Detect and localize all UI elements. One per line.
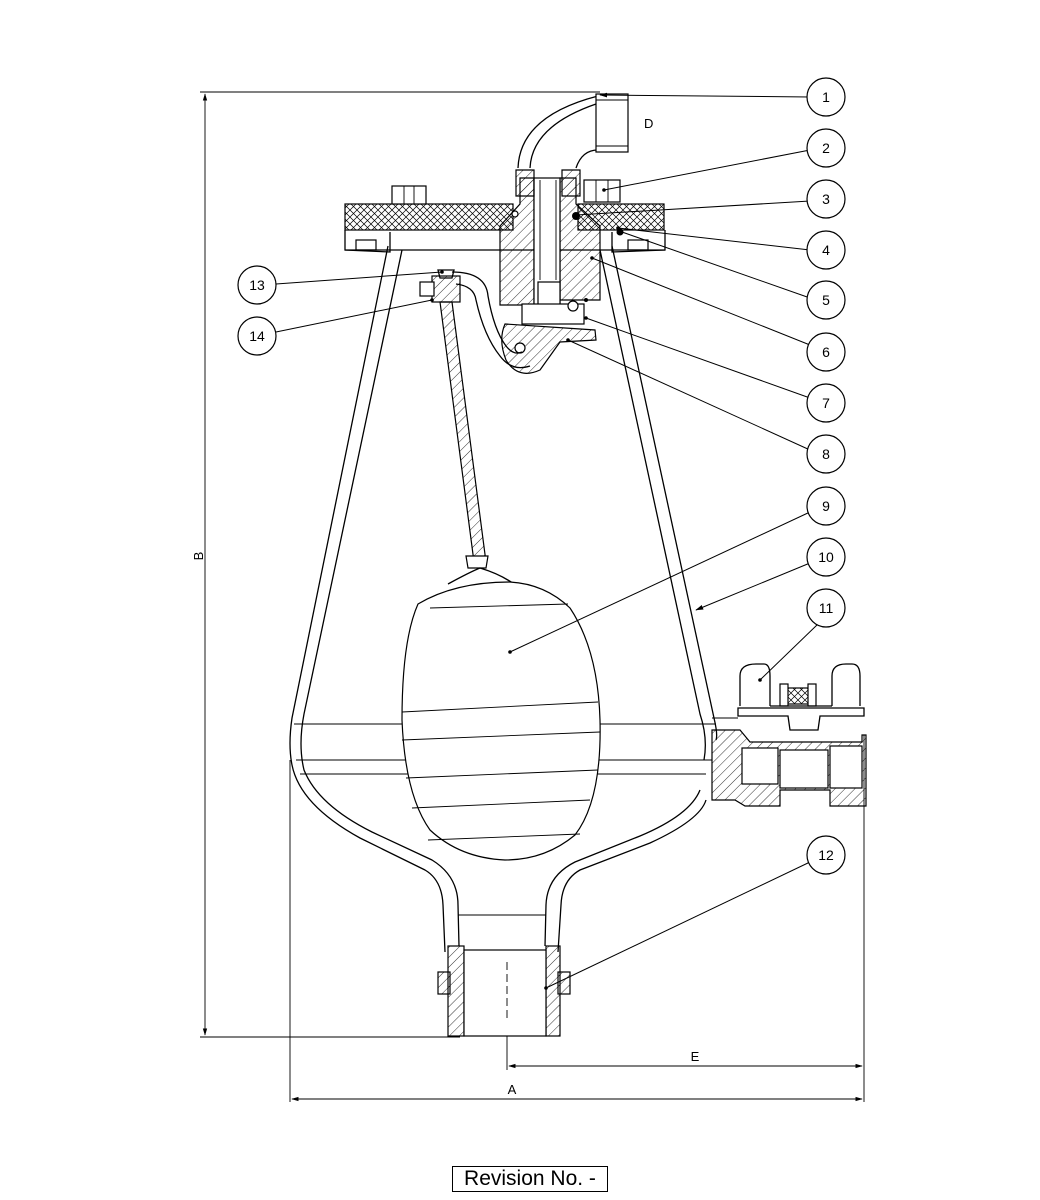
float-ball [401, 581, 601, 861]
balloon-6: 6 [806, 332, 846, 372]
float-rod [439, 301, 515, 585]
balloon-7-label: 7 [822, 395, 830, 411]
dimension-b-label: B [191, 552, 206, 561]
balloon-12: 12 [806, 835, 846, 875]
balloon-8-label: 8 [822, 446, 830, 462]
balloon-4-label: 4 [822, 242, 830, 258]
balloon-5: 5 [806, 280, 846, 320]
balloon-11-label: 11 [819, 600, 834, 616]
balloon-1-label: 1 [822, 89, 830, 105]
side-outlet [711, 707, 867, 807]
balloon-3: 3 [806, 179, 846, 219]
balloon-12-label: 12 [818, 847, 834, 863]
dimension-d-label: D [644, 116, 653, 131]
elbow-outlet: D [517, 93, 653, 169]
central-hub [499, 169, 601, 374]
balloon-9-label: 9 [822, 498, 830, 514]
balloon-4: 4 [806, 230, 846, 270]
balloon-2: 2 [806, 128, 846, 168]
inlet-nipple [437, 945, 571, 1037]
dimension-b: B [191, 91, 600, 1038]
balloon-14: 14 [237, 316, 277, 356]
dimension-e-label: E [691, 1049, 700, 1064]
balloon-10: 10 [806, 537, 846, 577]
balloon-13: 13 [237, 265, 277, 305]
wing-nut-assembly [739, 663, 861, 707]
balloon-1: 1 [806, 77, 846, 117]
balloon-11: 11 [806, 588, 846, 628]
balloon-5-label: 5 [822, 292, 830, 308]
lever-arm [419, 269, 531, 369]
revision-label: Revision No. - [452, 1166, 608, 1192]
balloon-9: 9 [806, 486, 846, 526]
balloon-2-label: 2 [822, 140, 830, 156]
dimension-a-label: A [508, 1082, 517, 1097]
balloon-14-label: 14 [249, 328, 265, 344]
balloon-10-label: 10 [818, 549, 834, 565]
leader-lines [275, 92, 819, 990]
balloon-6-label: 6 [822, 344, 830, 360]
balloon-13-label: 13 [249, 277, 265, 293]
balloon-7: 7 [806, 383, 846, 423]
balloon-3-label: 3 [822, 191, 830, 207]
balloon-8: 8 [806, 434, 846, 474]
